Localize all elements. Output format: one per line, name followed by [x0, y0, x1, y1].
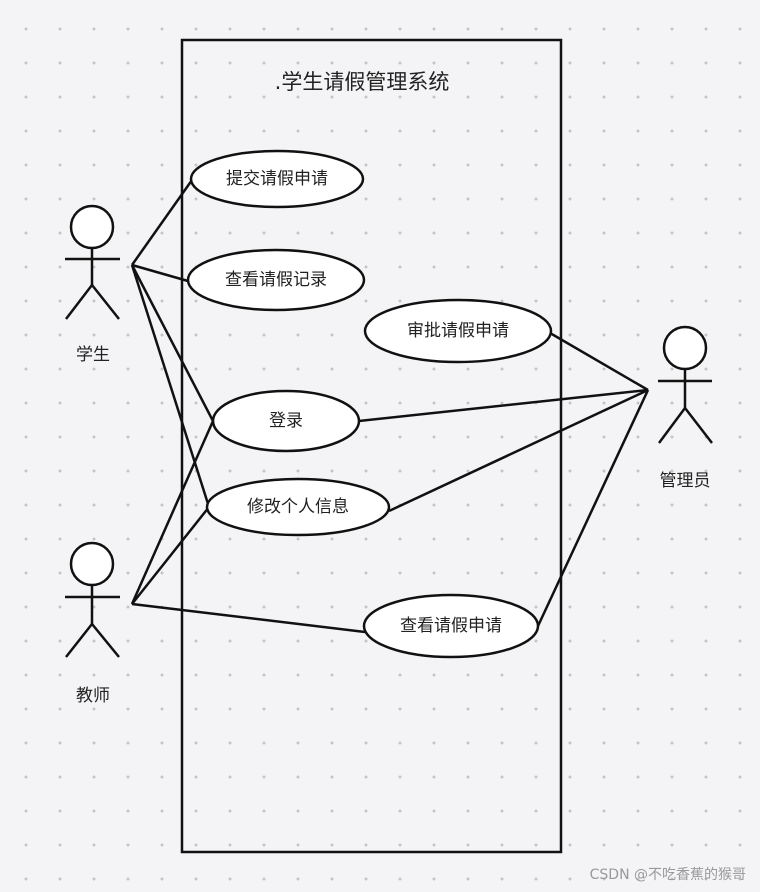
assoc-admin-login [358, 388, 649, 423]
actor-student-label: 学生 [76, 345, 110, 365]
usecase-login[interactable]: 登录 [211, 389, 361, 453]
usecase-view-applications-label: 查看请假申请 [400, 616, 502, 636]
usecase-edit-info[interactable]: 修改个人信息 [205, 477, 391, 537]
usecase-edit-info-label: 修改个人信息 [247, 497, 349, 517]
assoc-teacher-edit-info [131, 506, 210, 605]
usecase-login-label: 登录 [269, 411, 303, 431]
assoc-admin-approve [549, 331, 649, 392]
actor-teacher-label: 教师 [76, 686, 110, 706]
actor-teacher[interactable] [65, 541, 120, 658]
usecase-approve[interactable]: 审批请假申请 [363, 298, 553, 364]
assoc-teacher-login [130, 420, 215, 605]
assoc-teacher-view-applications [131, 602, 366, 634]
actor-admin[interactable] [657, 325, 713, 444]
usecase-view-applications[interactable]: 查看请假申请 [362, 593, 540, 659]
assoc-student-login [130, 264, 215, 422]
assoc-student-view-records [131, 263, 189, 283]
assoc-student-edit-info [130, 264, 211, 508]
usecase-view-records[interactable]: 查看请假记录 [186, 248, 366, 312]
actor-admin-head [662, 325, 708, 371]
assoc-admin-view-applications [536, 389, 650, 627]
actor-student-head [69, 204, 115, 250]
usecase-submit[interactable]: 提交请假申请 [189, 149, 365, 209]
system-boundary [180, 38, 563, 854]
actor-student[interactable] [65, 204, 120, 320]
system-title: .学生请假管理系统 [275, 70, 450, 94]
associations [130, 179, 650, 634]
assoc-student-submit [130, 179, 194, 266]
usecase-submit-label: 提交请假申请 [226, 169, 328, 189]
assoc-admin-edit-info [388, 388, 649, 513]
usecase-view-records-label: 查看请假记录 [225, 270, 327, 290]
watermark: CSDN @不吃香蕉的猴哥 [589, 867, 746, 883]
actor-teacher-head [69, 541, 115, 587]
usecase-approve-label: 审批请假申请 [407, 321, 509, 341]
actor-admin-label: 管理员 [660, 471, 711, 491]
